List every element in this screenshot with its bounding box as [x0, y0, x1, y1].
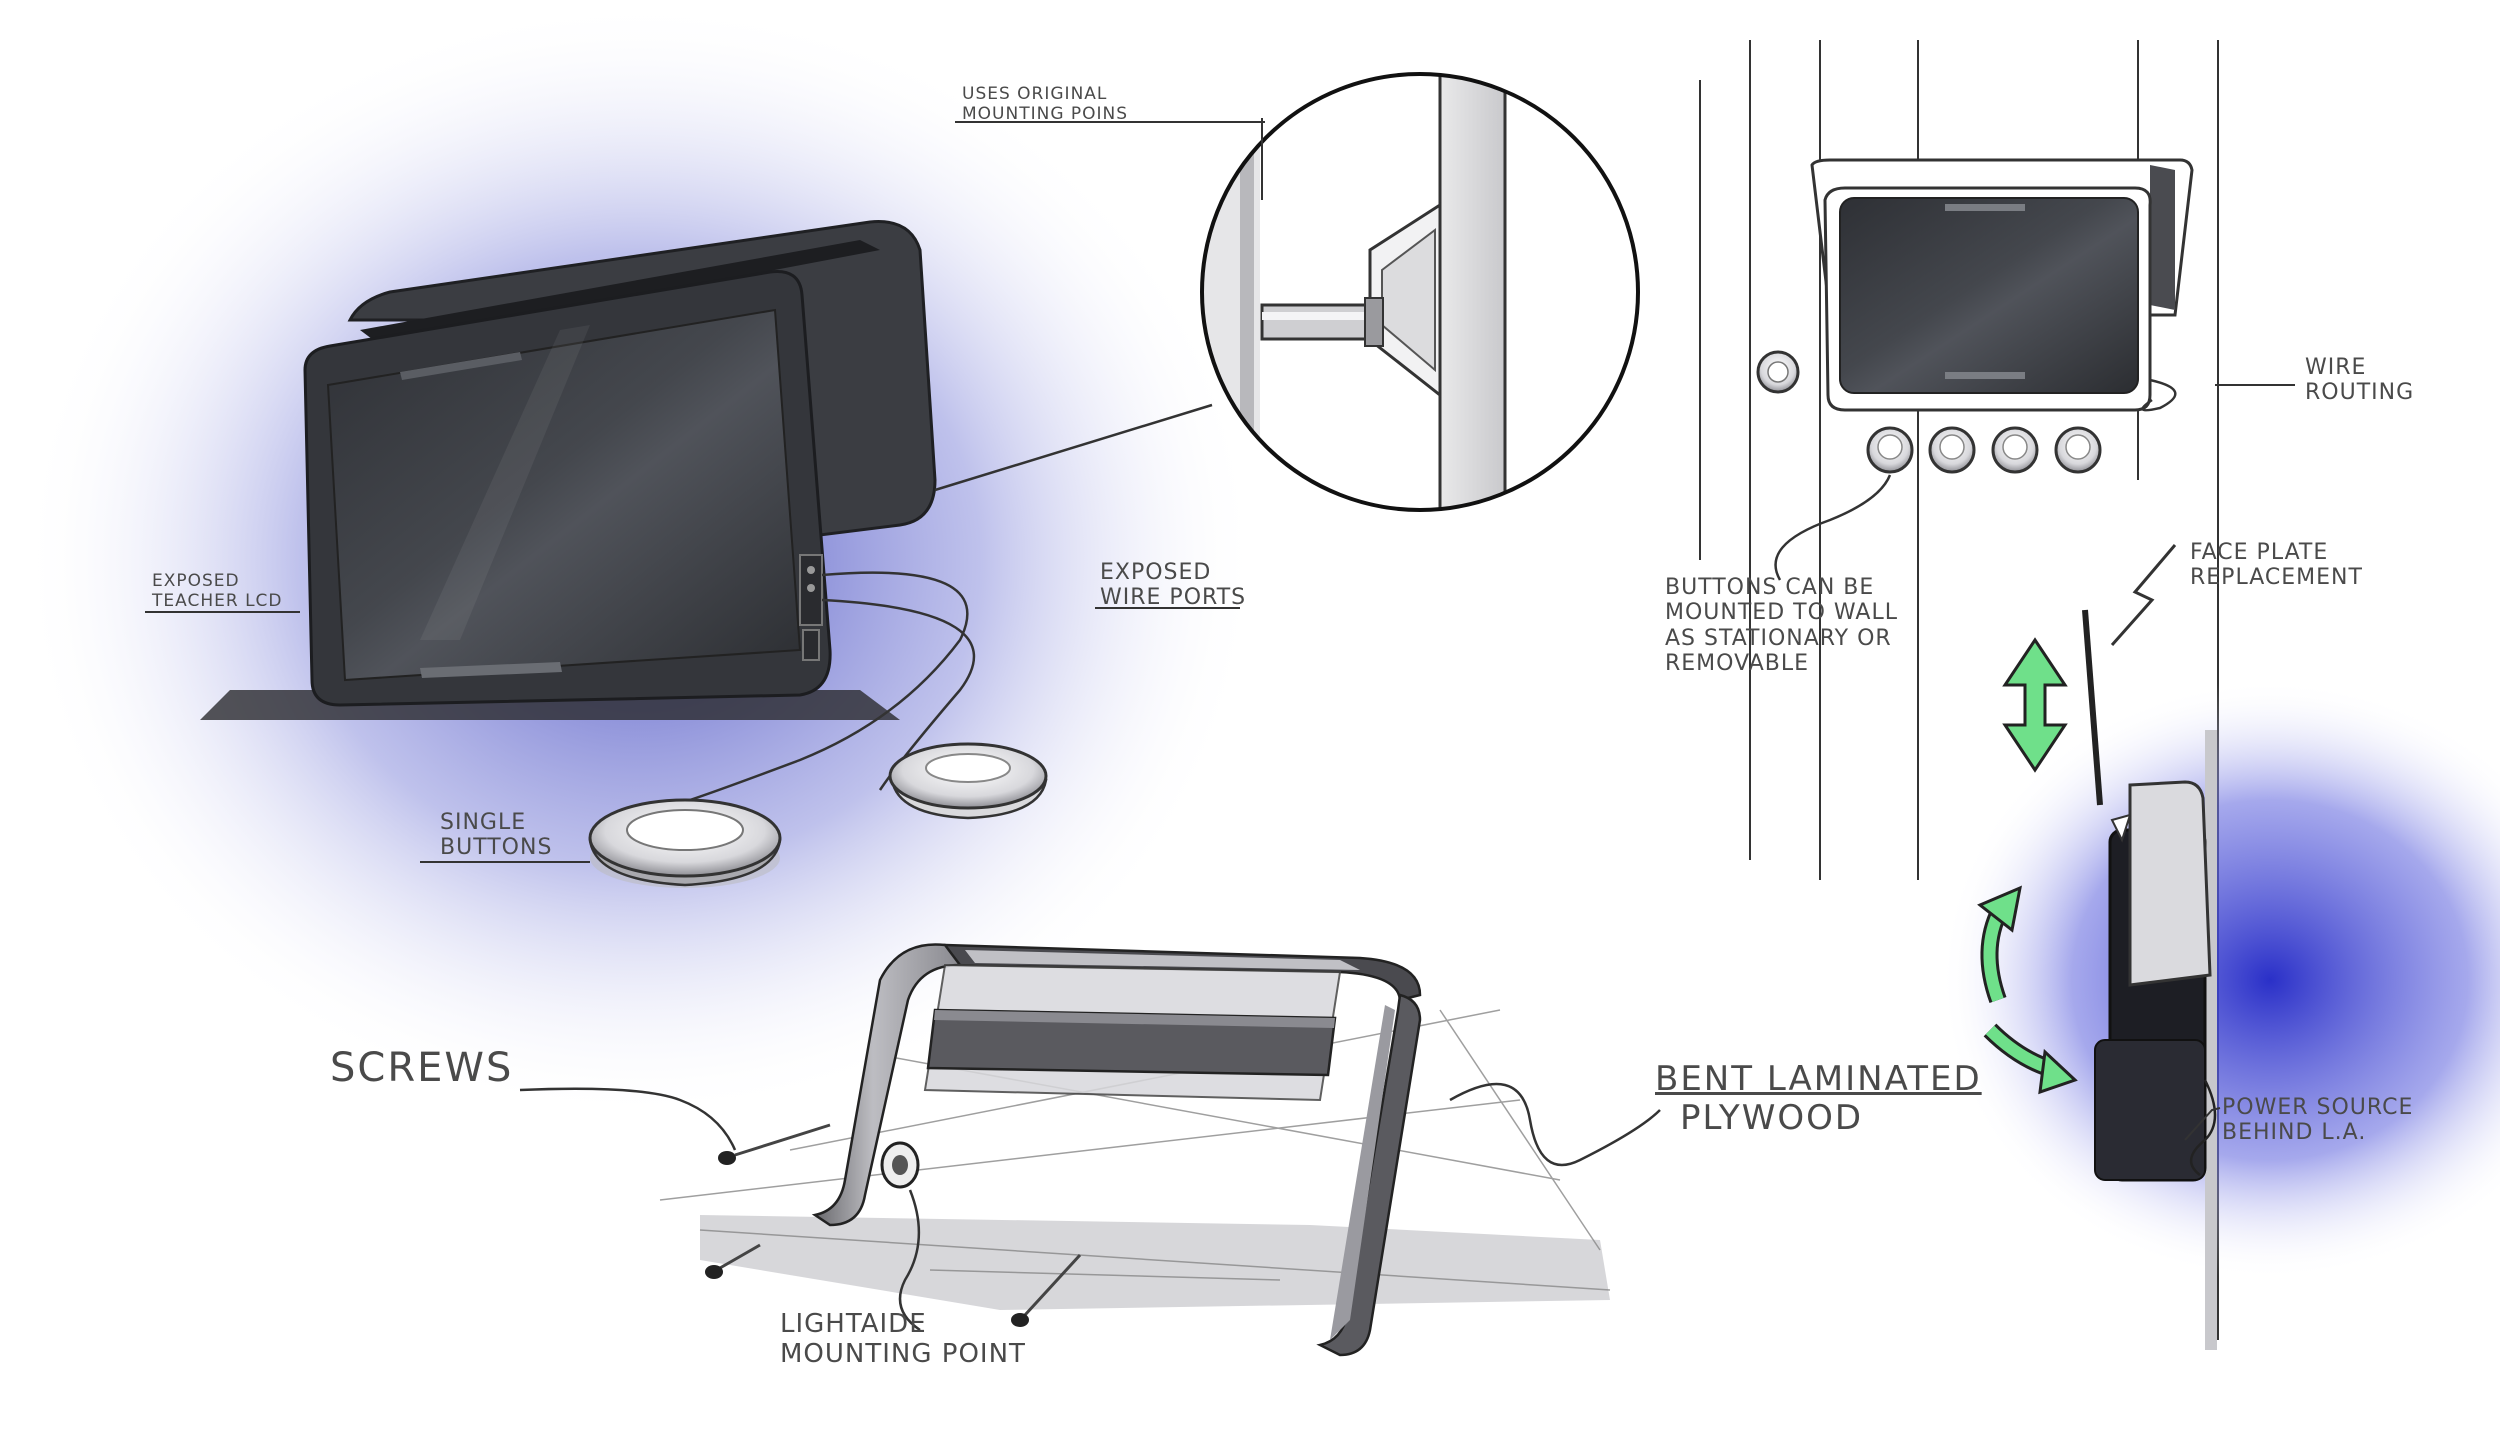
label-exposed-teacher-line1: EXPOSED — [152, 571, 240, 591]
label-exposed-wire-line2: WIRE PORTS — [1100, 585, 1247, 611]
detail-leader — [934, 403, 1213, 492]
label-bent-plywood: BENT LAMINATED PLYWOOD — [1655, 1059, 1982, 1139]
label-uses-original-line2: MOUNTING POINS — [962, 103, 1129, 124]
label-screws: SCREWS — [330, 1045, 514, 1091]
label-exposed-wire: EXPOSED WIRE PORTS — [1100, 560, 1246, 611]
label-single-buttons: SINGLE BUTTONS — [440, 810, 552, 861]
label-buttons-mount-line4: REMOVABLE — [1665, 650, 1810, 676]
label-power-source-line2: BEHIND L.A. — [2222, 1120, 2367, 1146]
label-buttons-mount-line3: AS STATIONARY OR — [1665, 625, 1892, 651]
label-leaders-left — [145, 118, 1265, 863]
label-face-plate-line2: REPLACEMENT — [2190, 565, 2363, 591]
label-single-buttons-line2: BUTTONS — [440, 835, 553, 861]
main-device — [200, 220, 937, 720]
label-buttons-mount-line2: MOUNTED TO WALL — [1665, 600, 1898, 626]
label-lightaide-line1: LIGHTAIDE — [780, 1309, 927, 1339]
label-buttons-mount: BUTTONS CAN BE MOUNTED TO WALL AS STATIO… — [1665, 575, 1898, 676]
plywood-stand — [659, 943, 1611, 1357]
single-buttons — [588, 742, 1048, 888]
label-lightaide-line2: MOUNTING POINT — [780, 1338, 1026, 1369]
label-face-plate-line1: FACE PLATE — [2190, 540, 2329, 565]
label-bent-plywood-line2: PLYWOOD — [1680, 1098, 1864, 1139]
label-exposed-teacher: EXPOSED TEACHER LCD — [152, 571, 283, 611]
face-plate-side-view — [1940, 544, 2500, 1350]
label-single-buttons-line1: SINGLE — [440, 810, 527, 835]
label-exposed-wire-line1: EXPOSED — [1100, 560, 1212, 585]
wall-mount-view — [1699, 40, 2295, 1340]
screws — [705, 1123, 1082, 1327]
label-wire-routing-line1: WIRE — [2305, 355, 2367, 380]
label-power-source: POWER SOURCE BEHIND L.A. — [2222, 1095, 2413, 1146]
label-uses-original: USES ORIGINAL MOUNTING POINS — [962, 84, 1129, 124]
mount-detail-circle — [1200, 72, 1640, 512]
label-face-plate: FACE PLATE REPLACEMENT — [2190, 540, 2363, 591]
label-bent-plywood-line1: BENT LAMINATED — [1655, 1059, 1982, 1099]
label-wire-routing-line2: ROUTING — [2305, 380, 2415, 406]
label-wire-routing: WIRE ROUTING — [2305, 355, 2414, 406]
label-leaders-stand — [519, 1082, 1661, 1332]
label-lightaide: LIGHTAIDE MOUNTING POINT — [780, 1309, 1026, 1370]
label-buttons-mount-line1: BUTTONS CAN BE — [1665, 575, 1875, 600]
label-exposed-teacher-line2: TEACHER LCD — [152, 590, 283, 611]
label-uses-original-line1: USES ORIGINAL — [962, 84, 1108, 104]
label-power-source-line1: POWER SOURCE — [2222, 1095, 2414, 1120]
